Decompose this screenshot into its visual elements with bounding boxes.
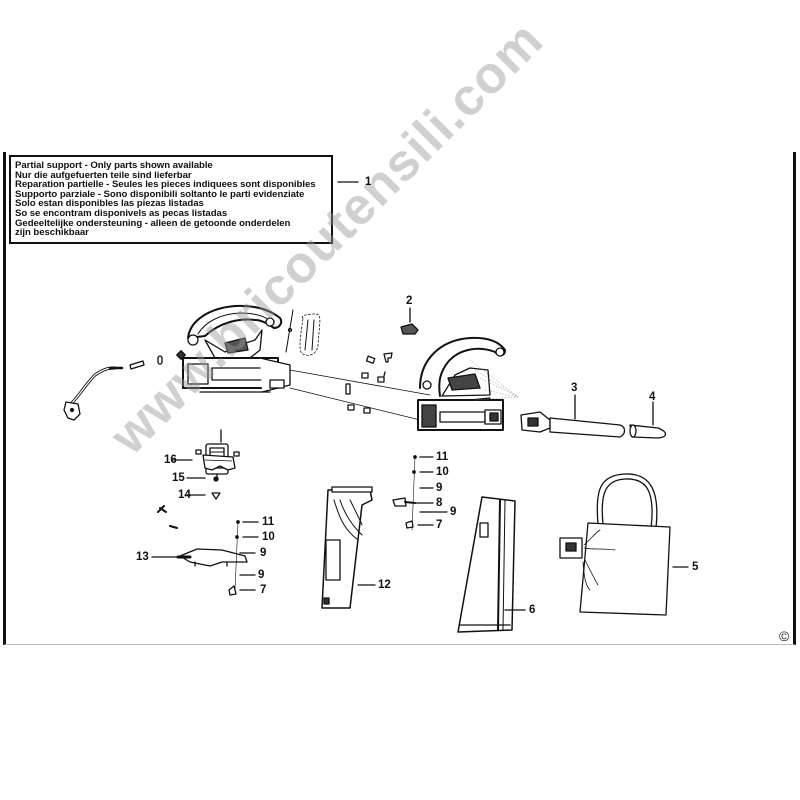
note-line-it: Supporto parziale - Sono disponibili sol…: [15, 188, 305, 200]
nozzle-tip-icon: [629, 401, 667, 439]
blower-tube-icon: [520, 394, 626, 438]
note-line-fr: Reparation partielle - Seules les pieces…: [15, 179, 316, 191]
callout-2: 2: [406, 295, 413, 307]
callout-11-right: 11: [436, 451, 449, 463]
lower-tube-icon: [321, 486, 376, 609]
callout-9-left-lower: 9: [258, 569, 265, 581]
note-line-nl: Gedeeltelijke ondersteuning - alleen de …: [15, 217, 291, 229]
collection-bag-icon: [559, 473, 689, 616]
callout-7-left: 7: [260, 584, 267, 596]
callout-6: 6: [529, 604, 536, 616]
callout-16: 16: [164, 454, 177, 466]
note-line-es: Solo estan disponibles las piezas listad…: [15, 198, 204, 210]
callout-15: 15: [172, 472, 185, 484]
note-line-en: Partial support - Only parts shown avail…: [15, 160, 213, 171]
callout-9-left-upper: 9: [260, 547, 267, 559]
wire-icon: [285, 309, 321, 356]
callout-9-right-upper: 9: [436, 482, 443, 494]
callout-11-left: 11: [262, 516, 275, 528]
callout-3: 3: [571, 382, 578, 394]
diagram-frame: [3, 152, 796, 645]
switch-button-icon: [400, 307, 419, 335]
power-cord-icon: [63, 350, 186, 421]
callout-4: 4: [649, 391, 656, 403]
partial-support-note: Partial support - Only parts shown avail…: [9, 155, 333, 244]
callout-10-left: 10: [262, 531, 275, 543]
callout-7-right: 7: [436, 519, 443, 531]
callout-1: 1: [365, 176, 372, 188]
motor-housing-left-icon: [182, 304, 291, 393]
fastener-stack-right-icon: [392, 455, 448, 531]
note-line-pt: So se encontram disponivels as pecas lis…: [15, 207, 228, 219]
callout-9-right-lower: 9: [450, 506, 457, 518]
callout-14: 14: [178, 489, 191, 501]
motor-housing-right-icon: [417, 336, 519, 431]
note-line-de: Nur die aufgefuerten teile sind lieferba…: [15, 169, 192, 181]
callout-8: 8: [436, 497, 443, 509]
callout-10-right: 10: [436, 466, 449, 478]
callout-13: 13: [136, 551, 149, 563]
small-parts-icon: [345, 352, 393, 414]
impeller-icon: [171, 454, 236, 471]
callout-5: 5: [692, 561, 699, 573]
copyright-symbol: ©: [779, 628, 790, 644]
vacuum-tube-icon: [457, 496, 526, 633]
latch-plate-icon: [151, 548, 248, 567]
callout-12: 12: [378, 579, 391, 591]
note-line-nl-2: zijn beschikbaar: [15, 227, 89, 239]
fastener-stack-left-icon: [228, 520, 259, 596]
